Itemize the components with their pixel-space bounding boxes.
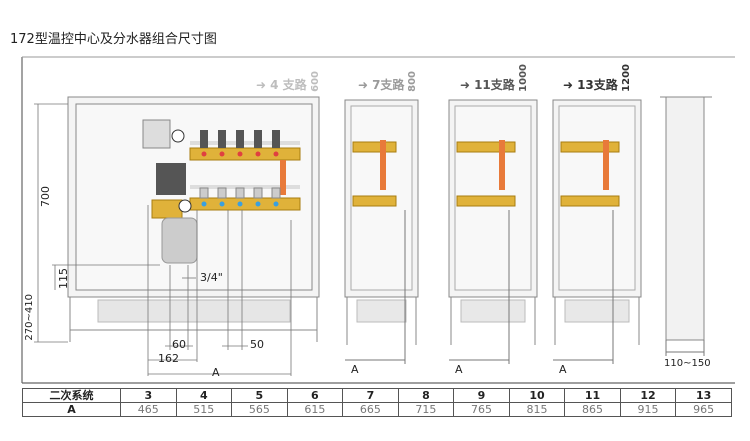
dim-270-410: 270~410 — [24, 294, 35, 341]
a-value: 515 — [175, 402, 233, 417]
manifold-assembly — [142, 119, 301, 264]
flow-indicator-red — [273, 151, 279, 157]
circuit-count: 7 — [342, 388, 399, 403]
flow-indicator-red — [219, 151, 225, 157]
valve-top — [200, 130, 208, 148]
circuit-count: 11 — [564, 388, 621, 403]
dimension-lines — [34, 103, 292, 376]
circuit-count: 9 — [453, 388, 510, 403]
circuit-count: 4 — [175, 388, 233, 403]
circuit-count: 6 — [286, 388, 344, 403]
header-label: 4 支路 — [270, 78, 307, 92]
valve-top — [254, 130, 262, 148]
dim-a-11: A — [455, 363, 463, 376]
a-value: 465 — [120, 402, 177, 417]
a-value: 865 — [564, 402, 621, 417]
flow-indicator-red — [201, 151, 207, 157]
circuit-count: 13 — [675, 388, 732, 403]
valve-bottom — [271, 187, 281, 199]
flow-indicator-blue — [201, 201, 207, 207]
valve-top — [272, 130, 280, 148]
circuit-count: 3 — [120, 388, 177, 403]
arrow-icon: ➜ — [358, 78, 369, 92]
header-size: 1200 — [620, 64, 632, 92]
dim-700: 700 — [39, 186, 52, 207]
dim-115: 115 — [57, 268, 70, 289]
a-value: 965 — [675, 402, 732, 417]
cabinet — [552, 99, 642, 364]
a-value: 765 — [453, 402, 510, 417]
circuit-count: 5 — [231, 388, 288, 403]
header-size: 1000 — [517, 64, 529, 92]
valve-bottom — [217, 187, 227, 199]
a-value: 715 — [397, 402, 455, 417]
a-value: 615 — [286, 402, 344, 417]
valve-top — [218, 130, 226, 148]
a-value: 915 — [619, 402, 677, 417]
row-label: 二次系统 — [22, 388, 121, 403]
flow-indicator-blue — [255, 201, 261, 207]
header-size: 600 — [309, 71, 321, 92]
dim-depth: 110~150 — [664, 358, 711, 369]
flow-indicator-red — [237, 151, 243, 157]
dim-a-13: A — [559, 363, 567, 376]
dim-162: 162 — [158, 352, 179, 365]
valve-bottom — [235, 187, 245, 199]
circuit-count: 8 — [397, 388, 455, 403]
valve-bottom — [253, 187, 263, 199]
a-value: 565 — [231, 402, 288, 417]
circuit-count: 12 — [619, 388, 677, 403]
a-value: 665 — [342, 402, 399, 417]
arrow-icon: ➜ — [460, 78, 471, 92]
a-value: 815 — [508, 402, 566, 417]
flow-indicator-blue — [273, 201, 279, 207]
dim-a-7: A — [351, 363, 359, 376]
header-label: 7支路 — [372, 78, 405, 92]
side-view — [660, 96, 712, 356]
row-label: A — [22, 402, 121, 417]
arrow-icon: ➜ — [256, 78, 267, 92]
header-label: 11支路 — [474, 78, 515, 92]
valve-top — [236, 130, 244, 148]
dim-50: 50 — [250, 338, 264, 351]
header-size: 800 — [407, 71, 419, 92]
flow-indicator-red — [255, 151, 261, 157]
flow-indicator-blue — [219, 201, 225, 207]
circuit-count: 10 — [508, 388, 566, 403]
cabinet — [448, 99, 538, 364]
dim-pipe: 3/4" — [200, 271, 223, 284]
arrow-icon: ➜ — [563, 78, 574, 92]
header-label: 13支路 — [577, 78, 618, 92]
dim-a-main: A — [212, 366, 220, 379]
flow-indicator-blue — [237, 201, 243, 207]
dim-60: 60 — [172, 338, 186, 351]
cabinet — [344, 99, 419, 364]
page-title: 172型温控中心及分水器组合尺寸图 — [10, 32, 217, 47]
valve-bottom — [199, 187, 209, 199]
